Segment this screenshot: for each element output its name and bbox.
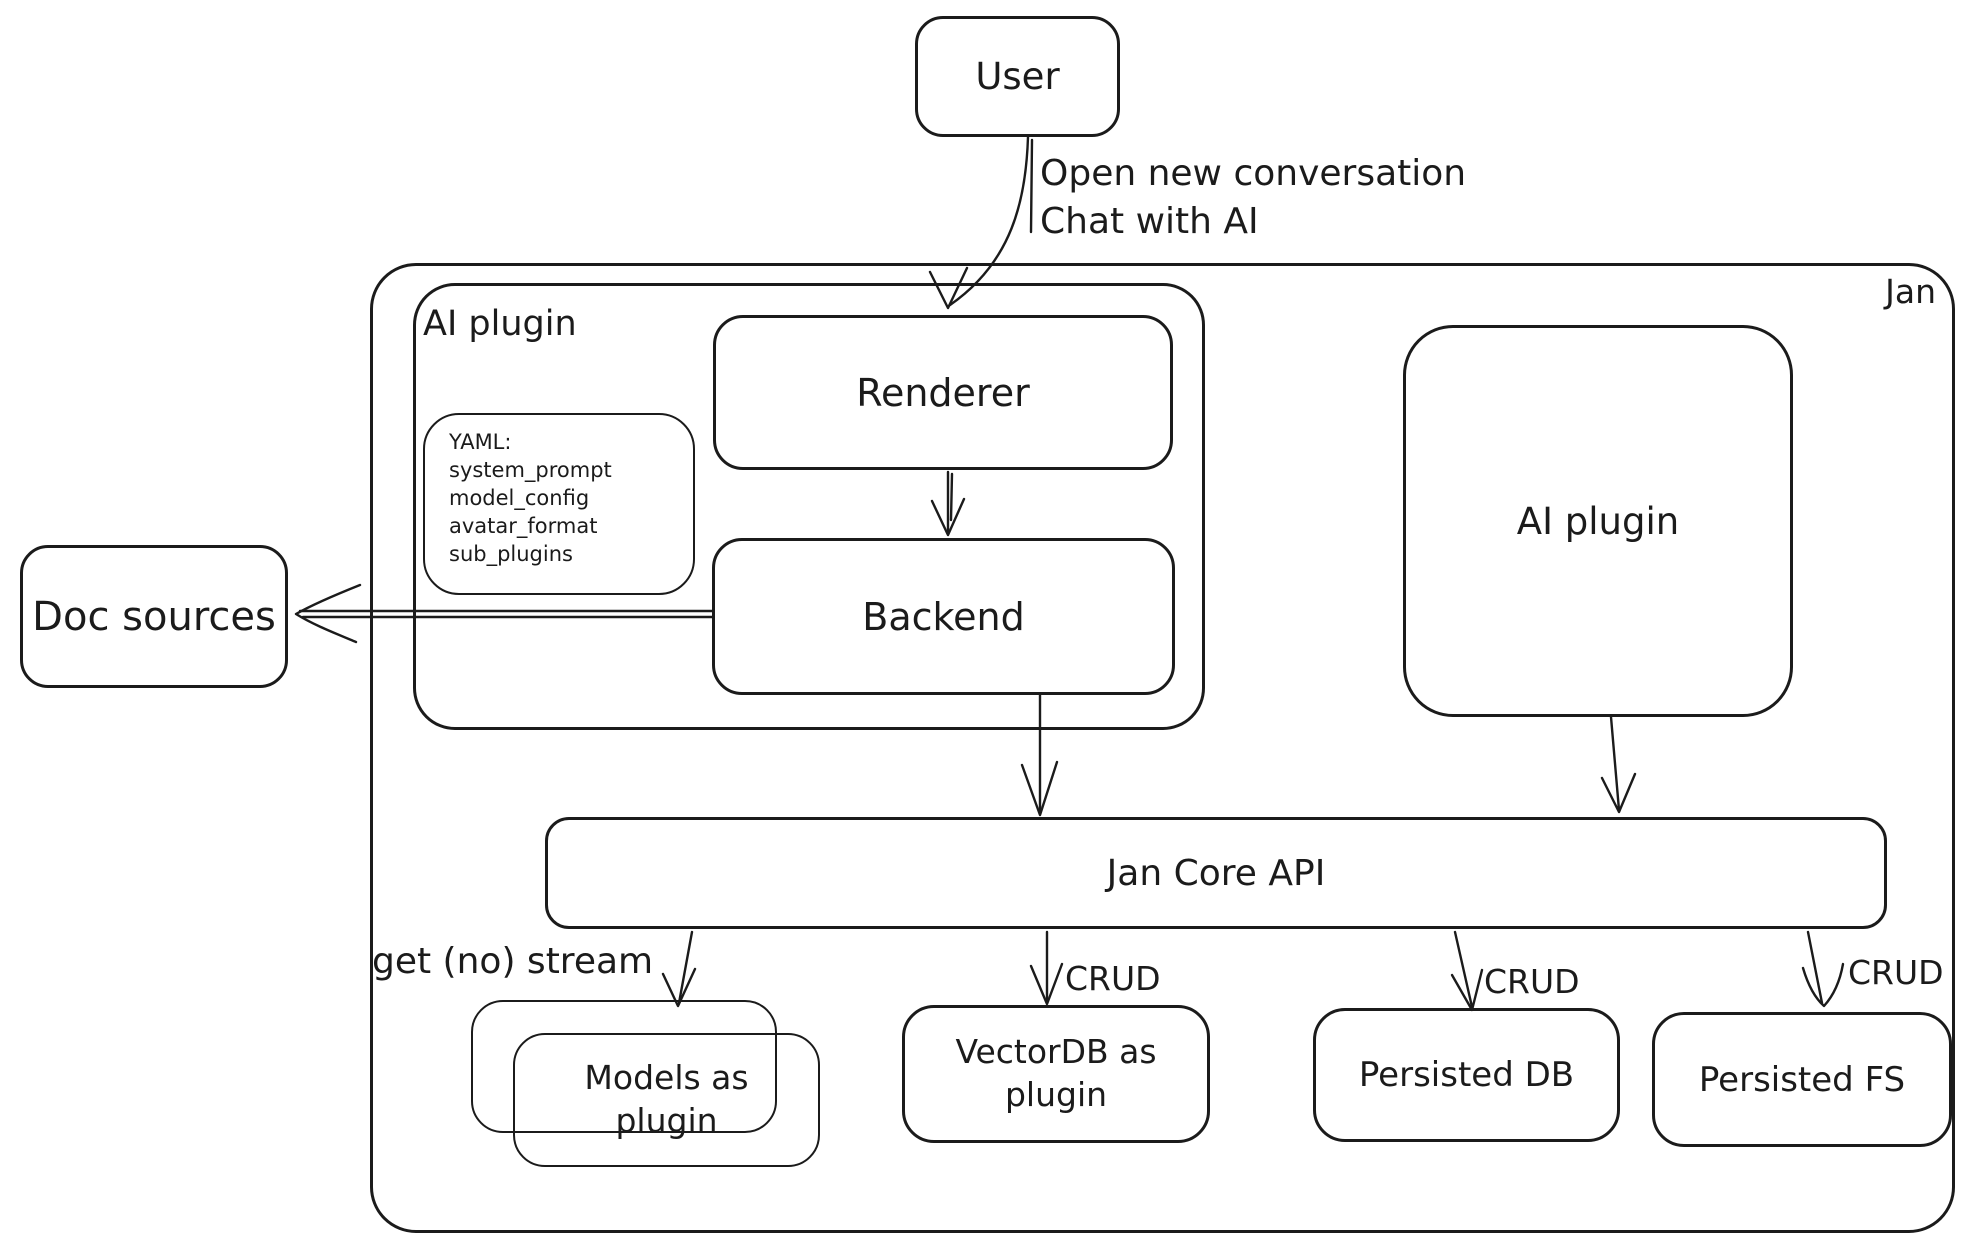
node-ai-plugin-container: AI plugin [413, 283, 1205, 730]
node-jan-core-api-label: Jan Core API [1106, 852, 1326, 894]
node-backend-label: Backend [862, 594, 1025, 639]
node-jan-label: Jan [1885, 272, 1936, 311]
node-user-label: User [975, 55, 1060, 98]
node-jan-core-api: Jan Core API [545, 817, 1887, 929]
node-renderer: Renderer [713, 315, 1173, 470]
node-persisted-db: Persisted DB [1313, 1008, 1620, 1142]
edge-label-crud-persisted-fs: CRUD [1848, 953, 1944, 992]
edge-label-user-to-renderer: Open new conversation Chat with AI [1040, 153, 1467, 242]
node-vector-db: VectorDB as plugin [902, 1005, 1210, 1143]
node-ai-plugin-right-label: AI plugin [1516, 499, 1680, 543]
node-vector-db-label: VectorDB as plugin [955, 1032, 1157, 1114]
node-models-plugin-outer [471, 1000, 777, 1133]
node-persisted-fs-label: Persisted FS [1698, 1059, 1906, 1100]
arrowhead-backend-to-doc-sources [294, 583, 362, 644]
node-persisted-db-label: Persisted DB [1358, 1055, 1575, 1095]
yaml-line: avatar_format [449, 514, 598, 538]
node-ai-plugin-container-label: AI plugin [423, 304, 577, 344]
node-models-plugin: Models as plugin [513, 1033, 820, 1167]
node-backend: Backend [712, 538, 1175, 695]
edge-label-crud-persisted-db: CRUD [1484, 962, 1580, 1001]
node-yaml-note: YAML: system_prompt model_config avatar_… [423, 413, 695, 595]
yaml-line: system_prompt [449, 458, 612, 482]
node-doc-sources: Doc sources [20, 545, 288, 688]
yaml-line: sub_plugins [449, 542, 573, 566]
yaml-line: model_config [449, 486, 590, 510]
edge-label-crud-vectordb: CRUD [1065, 959, 1161, 998]
node-models-plugin-label: Models as plugin [584, 1058, 749, 1140]
node-persisted-fs: Persisted FS [1652, 1012, 1952, 1147]
node-jan-container: Jan [370, 263, 1955, 1233]
node-ai-plugin-right: AI plugin [1403, 325, 1793, 717]
node-doc-sources-label: Doc sources [32, 593, 276, 640]
arrow-user-to-renderer-double [1029, 138, 1034, 234]
yaml-line: YAML: [449, 430, 512, 454]
node-renderer-label: Renderer [856, 370, 1030, 415]
node-user: User [915, 16, 1120, 137]
edge-label-get-no-stream: get (no) stream [372, 941, 654, 982]
